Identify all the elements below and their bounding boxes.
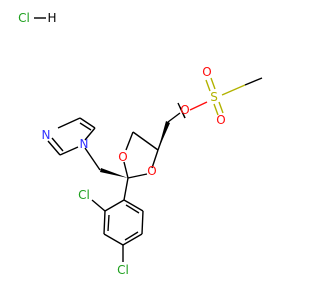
ar-inner-1 <box>107 214 110 232</box>
sulfonyl-o-top-label: O <box>202 65 211 79</box>
ortho-cl-label: Cl <box>78 188 90 202</box>
ar-inner-2 <box>124 231 139 241</box>
para-cl-label: Cl <box>117 263 129 277</box>
ar-c3-c4 <box>103 233 124 246</box>
dichlorophenyl-group: Cl Cl <box>78 177 144 277</box>
n3-c2-bond <box>47 140 61 156</box>
c2-n1-bond <box>59 146 79 156</box>
me-bond-end <box>244 77 263 86</box>
n3-c2-bond-inner <box>51 137 64 152</box>
sulfonyl-o-bottom-label: O <box>216 113 225 127</box>
o-ch2-bond <box>179 106 186 119</box>
hydrochloride-salt: Cl H <box>18 11 56 25</box>
c4-stereo-wedge <box>158 121 170 150</box>
dioxolane-ring: O O <box>118 112 181 179</box>
ch2-n1-bond <box>84 147 101 171</box>
salt-cl-label: Cl <box>18 11 30 25</box>
ch2-o-ester-bond <box>167 112 181 123</box>
salt-h-label: H <box>47 11 56 25</box>
c4-n3-bond <box>57 117 81 129</box>
s-o-top-bond-1 <box>205 79 211 92</box>
ar-inner-3 <box>125 204 140 214</box>
sulfur-label: S <box>210 90 218 104</box>
o3-c2-bond <box>127 173 148 179</box>
molecule-structure: Cl H O S O O O O <box>18 11 263 277</box>
imidazole-n3-label: N <box>42 128 51 142</box>
o-s-bond <box>189 101 208 111</box>
s-o-top-bond-2 <box>210 77 216 90</box>
imidazole-n1-label: N <box>80 137 89 151</box>
c4-o3-bond <box>151 149 159 169</box>
c2-ch2-wedge <box>100 168 128 178</box>
s-o-bottom-bond-2 <box>218 101 224 114</box>
o1-c2-bond <box>123 161 129 179</box>
c5-c4-im-bond-inner <box>79 122 92 131</box>
s-o-bottom-bond-1 <box>213 103 219 116</box>
ring-o-left-label: O <box>118 150 127 164</box>
mesylate-group: O S O O <box>177 65 263 127</box>
c2-aryl-bond <box>123 177 129 201</box>
ar-c1-c2 <box>104 199 125 212</box>
ar-c5-c6 <box>141 210 144 235</box>
ar-c2-c3 <box>103 210 106 235</box>
ar-c6-c1 <box>123 199 144 212</box>
ar-c4-c5 <box>122 233 143 246</box>
s-me-bond <box>221 84 246 96</box>
ester-o-label: O <box>180 103 189 117</box>
c5-c4-bond <box>132 131 159 151</box>
ring-o-right-label: O <box>147 164 156 178</box>
imidazolylmethyl-group: N N <box>42 117 128 178</box>
c5-c4-im-bond <box>79 117 96 129</box>
ortho-cl-bond <box>91 199 106 212</box>
c5-o1-bond <box>125 131 134 151</box>
n1-c5-bond <box>84 127 96 141</box>
